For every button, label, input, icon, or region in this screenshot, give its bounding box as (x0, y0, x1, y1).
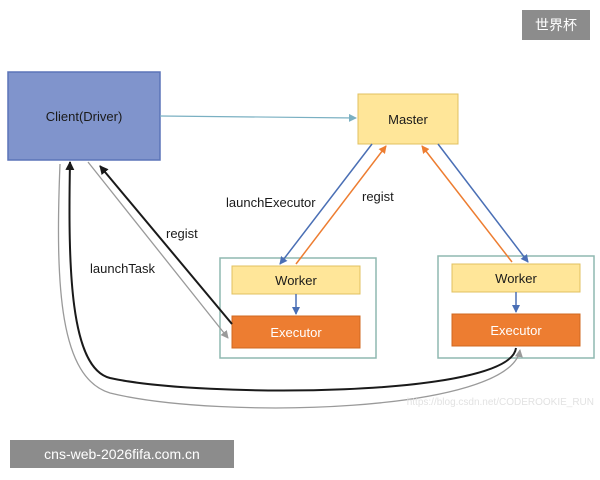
edge-label-regist-master: regist (362, 189, 394, 204)
executor-box-left (231, 315, 361, 349)
edge-label-launch-task: launchTask (90, 261, 156, 276)
master-label: Master (388, 112, 428, 127)
edge-label-regist-client: regist (166, 226, 198, 241)
executor-label-right: Executor (490, 323, 542, 338)
arrow-right-worker-regist-master (421, 145, 513, 263)
arrow-client-to-right-executor (57, 163, 523, 409)
arrow-right-executor-to-client (65, 161, 517, 392)
arrow-master-launch-executor (279, 143, 373, 265)
arrow-client-launch-task (87, 161, 229, 339)
client-driver-label: Client(Driver) (46, 109, 123, 124)
client-driver-box (7, 71, 161, 161)
worker-label-left: Worker (275, 273, 317, 288)
arrow-master-right-worker (437, 143, 529, 263)
arrow-client-master (159, 113, 357, 122)
executor-label-left: Executor (270, 325, 322, 340)
arrow-executor-regist-client (99, 165, 233, 325)
arrow-worker-regist-master (295, 145, 387, 265)
worker-label-right: Worker (495, 271, 537, 286)
master-box (357, 93, 459, 145)
executor-box-right (451, 313, 581, 347)
footer-caption: cns-web-2026fifa.com.cn (10, 440, 234, 468)
worker-box-left (231, 265, 361, 295)
watermark-text: https://blog.csdn.net/CODEROOKIE_RUN (407, 397, 594, 408)
edge-label-launch-executor: launchExecutor (226, 195, 316, 210)
worker-container-left (219, 257, 377, 359)
corner-badge: 世界杯 (522, 10, 590, 40)
spark-architecture-diagram: Client(Driver) Master Worker Executor Wo… (0, 48, 600, 428)
worker-box-right (451, 263, 581, 293)
worker-container-right (437, 255, 595, 359)
